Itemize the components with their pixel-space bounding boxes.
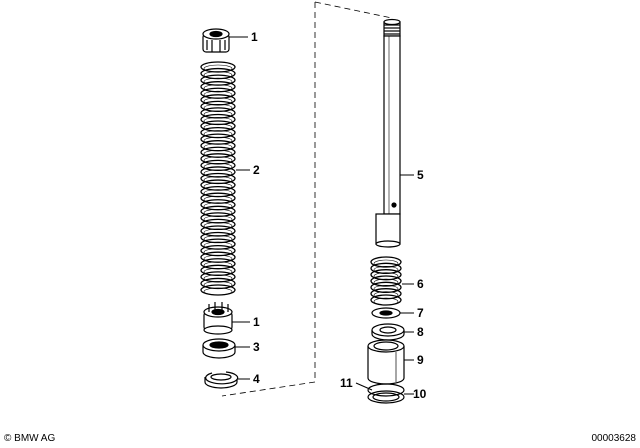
guide-sleeve[interactable]	[367, 339, 405, 385]
fork-spring[interactable]	[200, 61, 236, 296]
spring-coil-inner	[203, 222, 233, 230]
callout-8: 8	[417, 325, 424, 339]
callout-2: 2	[253, 163, 260, 177]
spring-coil-inner	[373, 272, 399, 280]
spring-coil-inner	[203, 195, 233, 204]
spring-coil-inner	[203, 130, 233, 138]
spring-coil-inner	[203, 268, 233, 276]
callout-3: 3	[253, 340, 260, 354]
washer[interactable]	[371, 307, 401, 319]
spring-seat-lower[interactable]	[203, 302, 233, 335]
spring-coil-inner	[203, 71, 233, 79]
spring-coil-inner	[203, 117, 233, 125]
spring-coil-inner	[203, 182, 233, 191]
spring-coil-inner	[203, 281, 233, 289]
spring-coil-inner	[203, 156, 233, 165]
short-spring[interactable]	[370, 256, 402, 306]
spring-coil-inner	[203, 136, 233, 145]
callout-6: 6	[417, 277, 424, 291]
callout-9: 9	[417, 353, 424, 367]
spring-coil-inner	[203, 64, 233, 73]
spring-coil-inner	[373, 266, 399, 274]
callout-10: 10	[413, 387, 427, 401]
spring-coil-inner	[203, 90, 233, 99]
callout-4: 4	[253, 372, 260, 386]
spring-coil-inner	[203, 176, 233, 184]
assembly-guide-lines	[221, 1, 393, 397]
spring-coil-inner	[373, 285, 399, 293]
spring-coil-inner	[203, 110, 233, 119]
spring-coil-inner	[203, 261, 233, 270]
callout-5: 5	[417, 168, 424, 182]
spring-coil-inner	[373, 278, 399, 287]
spring-coil-inner	[203, 202, 233, 211]
spring-coil-inner	[203, 287, 233, 296]
spring-coil-inner	[203, 235, 233, 243]
spring-coil-inner	[203, 254, 233, 263]
spring-coil-inner	[203, 123, 233, 132]
spring-coil-inner	[203, 84, 233, 92]
spring-coil-inner	[203, 77, 233, 86]
spring-coil-inner	[203, 149, 233, 158]
damper-tube[interactable]	[375, 18, 401, 248]
split-ring[interactable]	[204, 371, 239, 389]
document-number: 00003628	[591, 433, 637, 444]
spring-seat-top[interactable]	[202, 28, 230, 53]
spring-coil-inner	[203, 241, 233, 250]
spring-coil-inner	[203, 97, 233, 106]
bushing-ring[interactable]	[202, 338, 236, 359]
spring-coil-inner	[203, 215, 233, 224]
spring-coil-inner	[203, 228, 233, 237]
circlip[interactable]	[367, 383, 405, 404]
leader-lines	[229, 36, 414, 395]
spring-coil-inner	[203, 189, 233, 197]
callout-1-lower: 1	[253, 315, 260, 329]
spring-coil-inner	[373, 259, 399, 268]
spring-coil-inner	[203, 104, 233, 112]
callout-1-top: 1	[251, 30, 258, 44]
spring-coil-inner	[373, 291, 399, 299]
spring-coil-inner	[203, 163, 233, 171]
callout-11: 11	[340, 376, 353, 390]
callout-7: 7	[417, 306, 424, 320]
spring-coil-inner	[203, 274, 233, 283]
spring-coil-inner	[203, 169, 233, 178]
copyright-notice: © BMW AG	[4, 433, 56, 444]
spring-coil-inner	[373, 297, 399, 306]
stop-ring[interactable]	[371, 323, 405, 341]
spring-coil-inner	[203, 143, 233, 152]
spring-coil-inner	[203, 208, 233, 217]
spring-coil-inner	[203, 248, 233, 256]
